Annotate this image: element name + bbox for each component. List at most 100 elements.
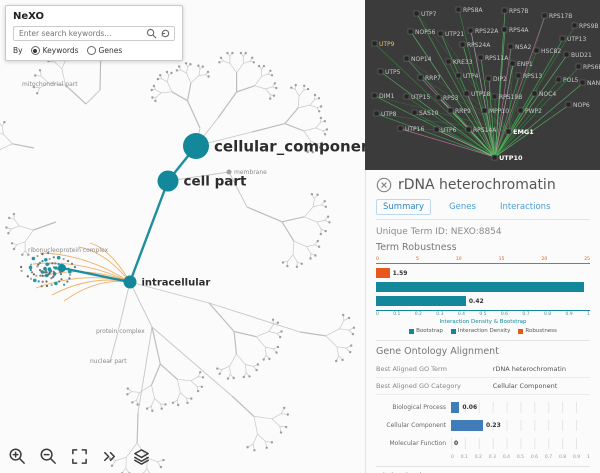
gene-node[interactable]: UTP21 — [437, 30, 464, 38]
gene-node-label: RPS17B — [549, 13, 572, 20]
gene-node[interactable]: RPS9B — [571, 22, 599, 30]
gene-node[interactable]: BUD21 — [563, 51, 592, 59]
gene-node[interactable]: UTP9 — [371, 40, 395, 48]
cluster-dot — [41, 280, 44, 283]
tab-summary[interactable]: Summary — [376, 199, 432, 215]
gene-node-label: RPS24A — [467, 42, 491, 49]
gene-node[interactable]: NOC4 — [531, 90, 556, 98]
gene-node[interactable]: RRP7 — [417, 74, 441, 82]
zoom-out-button[interactable] — [39, 447, 58, 466]
collapse-tree-button[interactable] — [101, 447, 120, 466]
cluster-dot — [70, 262, 74, 265]
gene-node-square — [501, 7, 508, 14]
membrane-node[interactable] — [226, 169, 232, 175]
gene-node[interactable]: UTP6 — [433, 126, 457, 134]
gene-node[interactable]: PWP2 — [517, 107, 542, 115]
gene-node[interactable]: UTP8 — [373, 110, 397, 118]
gene-node-label: MPP10 — [489, 108, 509, 115]
gene-node[interactable]: RPS7B — [501, 7, 529, 15]
gene-node[interactable]: ENP1 — [509, 60, 533, 68]
gene-node[interactable]: UTP4 — [455, 72, 479, 80]
gene-node-label: UTP4 — [463, 73, 479, 80]
ontology-node[interactable] — [123, 275, 137, 289]
gene-node[interactable]: UTP7 — [413, 10, 437, 18]
gene-node[interactable]: RPS6B — [575, 63, 600, 71]
radio-keywords-label: Keywords — [42, 46, 79, 55]
search-input[interactable] — [17, 28, 143, 39]
cluster-dot — [29, 268, 32, 272]
gene-node[interactable]: RPS13 — [515, 72, 542, 80]
gene-node[interactable]: NOP6 — [565, 101, 590, 109]
cluster-dot — [50, 283, 53, 287]
cluster-dot — [28, 265, 33, 270]
gene-node-square — [417, 74, 424, 81]
gene-node-square — [509, 60, 516, 67]
gene-node[interactable]: NAN1 — [579, 79, 600, 87]
gene-node[interactable]: RPS4A — [501, 26, 529, 34]
gene-association-edge — [32, 262, 131, 283]
gene-node[interactable]: RPS8A — [455, 6, 483, 14]
radio-genes[interactable]: Genes — [86, 46, 122, 55]
gene-node-label: RPS4A — [509, 27, 529, 34]
gene-node[interactable]: DIM1 — [371, 92, 395, 100]
search-icon[interactable] — [146, 28, 157, 39]
zoom-in-button[interactable] — [8, 447, 27, 466]
reset-icon[interactable] — [160, 28, 171, 39]
ontology-node[interactable] — [183, 133, 209, 159]
gene-node-label: UTP21 — [445, 31, 464, 38]
network-edge — [400, 128, 510, 132]
gene-node[interactable]: RPS11A — [477, 54, 509, 62]
radio-keywords[interactable]: Keywords — [30, 46, 79, 55]
gene-node[interactable]: SAS10 — [411, 109, 439, 117]
gene-node[interactable]: NSA2 — [507, 43, 532, 51]
robustness-bar-row: 1.59 — [376, 268, 590, 278]
fit-view-button[interactable] — [70, 447, 89, 466]
fit-to-screen-icon — [72, 449, 87, 464]
layers-button[interactable] — [132, 447, 151, 466]
radio-keywords-dot[interactable] — [30, 46, 40, 55]
gene-node-label: UTP10 — [499, 154, 523, 162]
gene-node-label: NOP6 — [573, 102, 590, 109]
gene-association-edge — [63, 280, 131, 302]
gene-node[interactable]: RPS19B — [491, 93, 522, 101]
radio-genes-dot[interactable] — [86, 46, 96, 55]
gene-node-label: DIP2 — [493, 76, 507, 83]
gene-node[interactable]: MPP10 — [481, 107, 509, 115]
gene-node[interactable]: RPS17B — [541, 12, 572, 20]
cluster-dot — [35, 274, 38, 277]
tab-interactions[interactable]: Interactions — [499, 202, 551, 212]
gene-node[interactable]: UTP13 — [559, 35, 586, 43]
gene-node[interactable]: UTP10 — [491, 154, 523, 162]
gene-node[interactable]: RPS22A — [467, 27, 499, 35]
zoom-in-icon — [9, 448, 25, 464]
gene-node[interactable]: NOP14 — [403, 55, 432, 63]
gene-node-square — [411, 109, 418, 116]
app-title: NeXO — [13, 11, 45, 22]
gene-node[interactable]: RPS3 — [435, 94, 459, 102]
network-edge — [406, 96, 496, 158]
gene-node[interactable]: NOP56 — [407, 28, 436, 36]
gene-node[interactable]: RPS14A — [465, 126, 497, 134]
go-term-value: rDNA heterochromatin — [492, 365, 566, 373]
gene-node[interactable]: UTP15 — [403, 93, 430, 101]
gene-node[interactable]: EMG1 — [505, 128, 534, 136]
gene-node[interactable]: UTP5 — [377, 68, 401, 76]
gene-association-edge — [77, 246, 131, 283]
gene-node[interactable]: HSC82 — [533, 47, 561, 55]
gene-node[interactable]: UTP18 — [463, 90, 490, 98]
gene-node[interactable]: RRP9 — [447, 107, 471, 115]
gene-node-square — [515, 72, 522, 79]
gene-node-label: NSA2 — [515, 44, 532, 51]
gene-node[interactable]: UTP16 — [397, 125, 424, 133]
tree-twigs — [0, 32, 355, 473]
ontology-node[interactable] — [157, 170, 179, 192]
gene-node[interactable]: DIP2 — [485, 75, 507, 83]
close-icon[interactable] — [376, 177, 392, 193]
tab-genes[interactable]: Genes — [449, 202, 476, 212]
gene-node[interactable]: KRE33 — [445, 58, 473, 66]
gene-node[interactable]: RPS24A — [459, 41, 491, 49]
gene-node[interactable]: POL5 — [555, 76, 579, 84]
